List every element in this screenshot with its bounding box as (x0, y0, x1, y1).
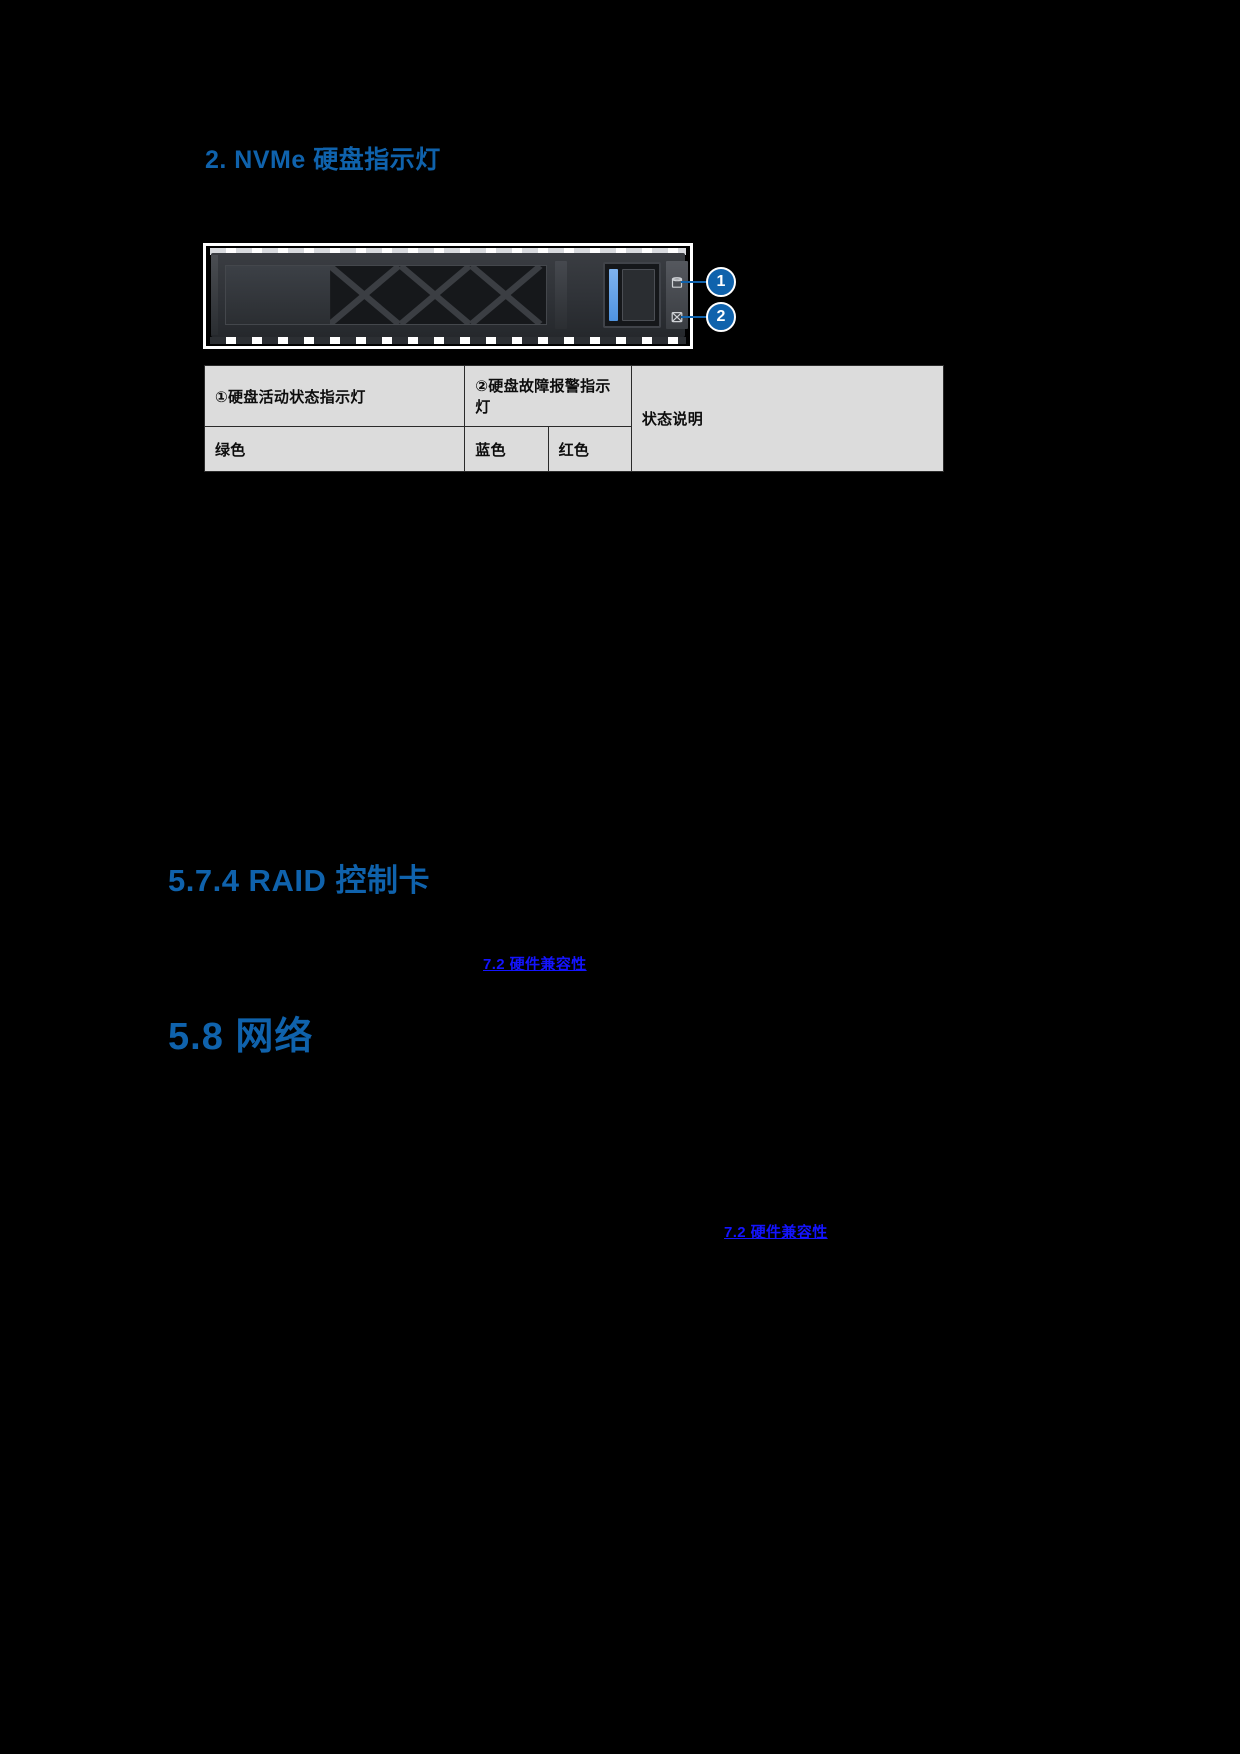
drive-indicator-table: ①硬盘活动状态指示灯 ②硬盘故障报警指示灯 状态说明 绿色 蓝色 红色 (203, 365, 945, 472)
table-row: 绿色 蓝色 红色 (203, 426, 944, 472)
figure-border (203, 243, 693, 349)
drive-tray-vent-mesh (330, 266, 546, 324)
callout-leader-2 (681, 316, 708, 318)
nvme-drive-tray-figure (203, 243, 693, 349)
subheading-nvme-drive-indicator: 2. NVMe 硬盘指示灯 (205, 146, 441, 174)
callout-badge-2: 2 (706, 302, 736, 332)
section-heading-raid-card: 5.7.4 RAID 控制卡 (168, 863, 430, 898)
disk-activity-icon (669, 275, 685, 291)
section-heading-network: 5.8 网络 (168, 1016, 314, 1058)
table-row-header: ①硬盘活动状态指示灯 ②硬盘故障报警指示灯 状态说明 (203, 365, 945, 472)
drive-led-face (622, 269, 655, 321)
drive-tray-front-panel (225, 265, 547, 325)
table-cell-blue: 蓝色 (464, 426, 549, 472)
drive-tray-body (211, 253, 688, 337)
drive-tray-handle (555, 261, 567, 329)
callout-leader-1 (681, 281, 708, 283)
link-hardware-compatibility-2[interactable]: 7.2 硬件兼容性 (724, 1224, 828, 1241)
drive-activity-led-bar (609, 269, 618, 321)
callout-badge-1: 1 (706, 267, 736, 297)
drive-icon-strip (666, 261, 688, 329)
table-header-fault-led: ②硬盘故障报警指示灯 (464, 365, 632, 427)
table-header-activity-led: ①硬盘活动状态指示灯 (203, 365, 466, 427)
table-cell-green: 绿色 (203, 426, 466, 472)
drive-led-module (603, 262, 661, 328)
drive-tray-left-rail (211, 255, 218, 335)
table-header-status-description: 状态说明 (630, 365, 945, 472)
link-hardware-compatibility-1[interactable]: 7.2 硬件兼容性 (483, 956, 587, 973)
drive-tray-blank-area (226, 266, 331, 324)
table-cell-red: 红色 (547, 426, 632, 472)
